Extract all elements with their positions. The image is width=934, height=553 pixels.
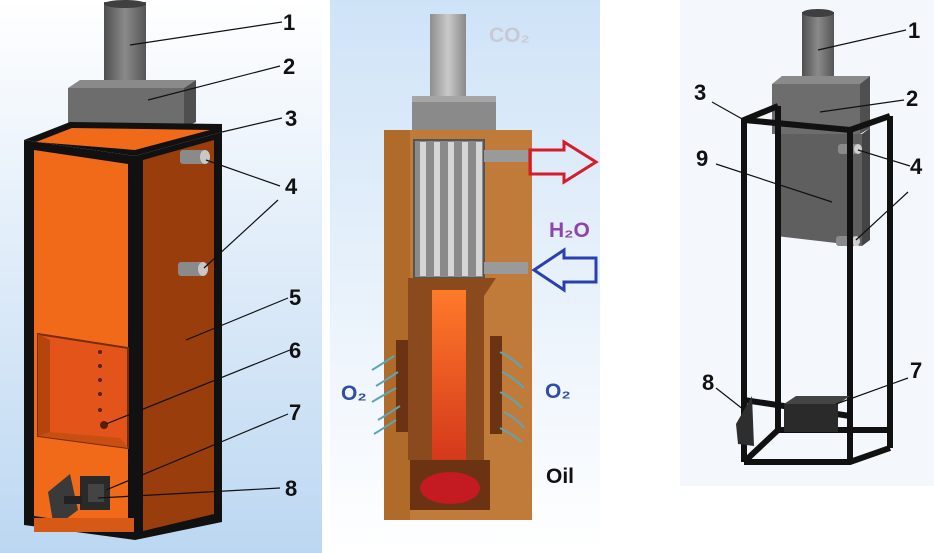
right-burner-handle bbox=[736, 396, 754, 446]
right-callout-4: 4 bbox=[910, 154, 923, 179]
burner-box bbox=[784, 404, 838, 432]
oil-burner-handle bbox=[48, 474, 78, 528]
air-holes bbox=[98, 350, 108, 429]
right-air-slot bbox=[490, 336, 502, 434]
water-outlet-pipe bbox=[180, 150, 206, 164]
left-furnace-panel bbox=[0, 0, 322, 553]
right-callout-9: 9 bbox=[696, 146, 708, 171]
right-callout-2: 2 bbox=[906, 86, 918, 111]
left-leader-lines bbox=[97, 21, 291, 499]
cold-water-pipe bbox=[484, 262, 528, 274]
co2-label: CO₂ bbox=[489, 24, 530, 47]
right-frame-panel bbox=[680, 0, 934, 486]
cold-water-in-arrow bbox=[531, 247, 598, 293]
water-tank bbox=[776, 134, 862, 246]
left-callout-6: 6 bbox=[289, 338, 301, 363]
burning-oil bbox=[420, 472, 480, 504]
middle-labels: CO₂ H₂O O₂ O₂ Oil bbox=[341, 24, 590, 488]
right-callout-1: 1 bbox=[908, 18, 920, 43]
middle-cutaway-panel bbox=[330, 0, 600, 553]
hot-water-out-arrow bbox=[528, 139, 599, 185]
left-callout-numbers: 1 2 3 4 5 6 7 8 bbox=[283, 10, 301, 501]
hot-water-pipe bbox=[484, 150, 528, 162]
right-callout-numbers: 1 2 3 9 4 8 7 bbox=[694, 18, 923, 395]
chimney-pipe bbox=[104, 2, 146, 88]
right-exchanger-box bbox=[772, 84, 860, 134]
right-callout-7: 7 bbox=[910, 358, 922, 383]
o2-label-left: O₂ bbox=[341, 382, 367, 405]
oil-label: Oil bbox=[546, 465, 574, 488]
left-callout-1: 1 bbox=[283, 10, 295, 35]
left-air-slot bbox=[396, 340, 408, 432]
exchanger-head bbox=[412, 96, 496, 136]
left-callout-8: 8 bbox=[285, 476, 297, 501]
left-air-flow bbox=[371, 355, 401, 435]
flame-column bbox=[432, 290, 466, 476]
furnace-side-panel bbox=[143, 140, 214, 531]
chimney-cutaway bbox=[430, 14, 466, 100]
left-callout-4: 4 bbox=[285, 174, 298, 199]
o2-label-right: O₂ bbox=[545, 380, 571, 403]
air-window bbox=[37, 332, 129, 450]
h2o-label: H₂O bbox=[549, 219, 590, 242]
right-callout-8: 8 bbox=[702, 370, 714, 395]
right-callout-3: 3 bbox=[694, 80, 706, 105]
left-callout-3: 3 bbox=[285, 106, 297, 131]
left-callout-7: 7 bbox=[289, 400, 301, 425]
left-callout-5: 5 bbox=[289, 285, 301, 310]
left-callout-2: 2 bbox=[283, 54, 295, 79]
water-inlet-pipe bbox=[178, 262, 204, 276]
right-leader-lines bbox=[711, 29, 911, 411]
right-air-flow bbox=[499, 351, 525, 443]
heat-exchanger-box bbox=[68, 88, 184, 128]
